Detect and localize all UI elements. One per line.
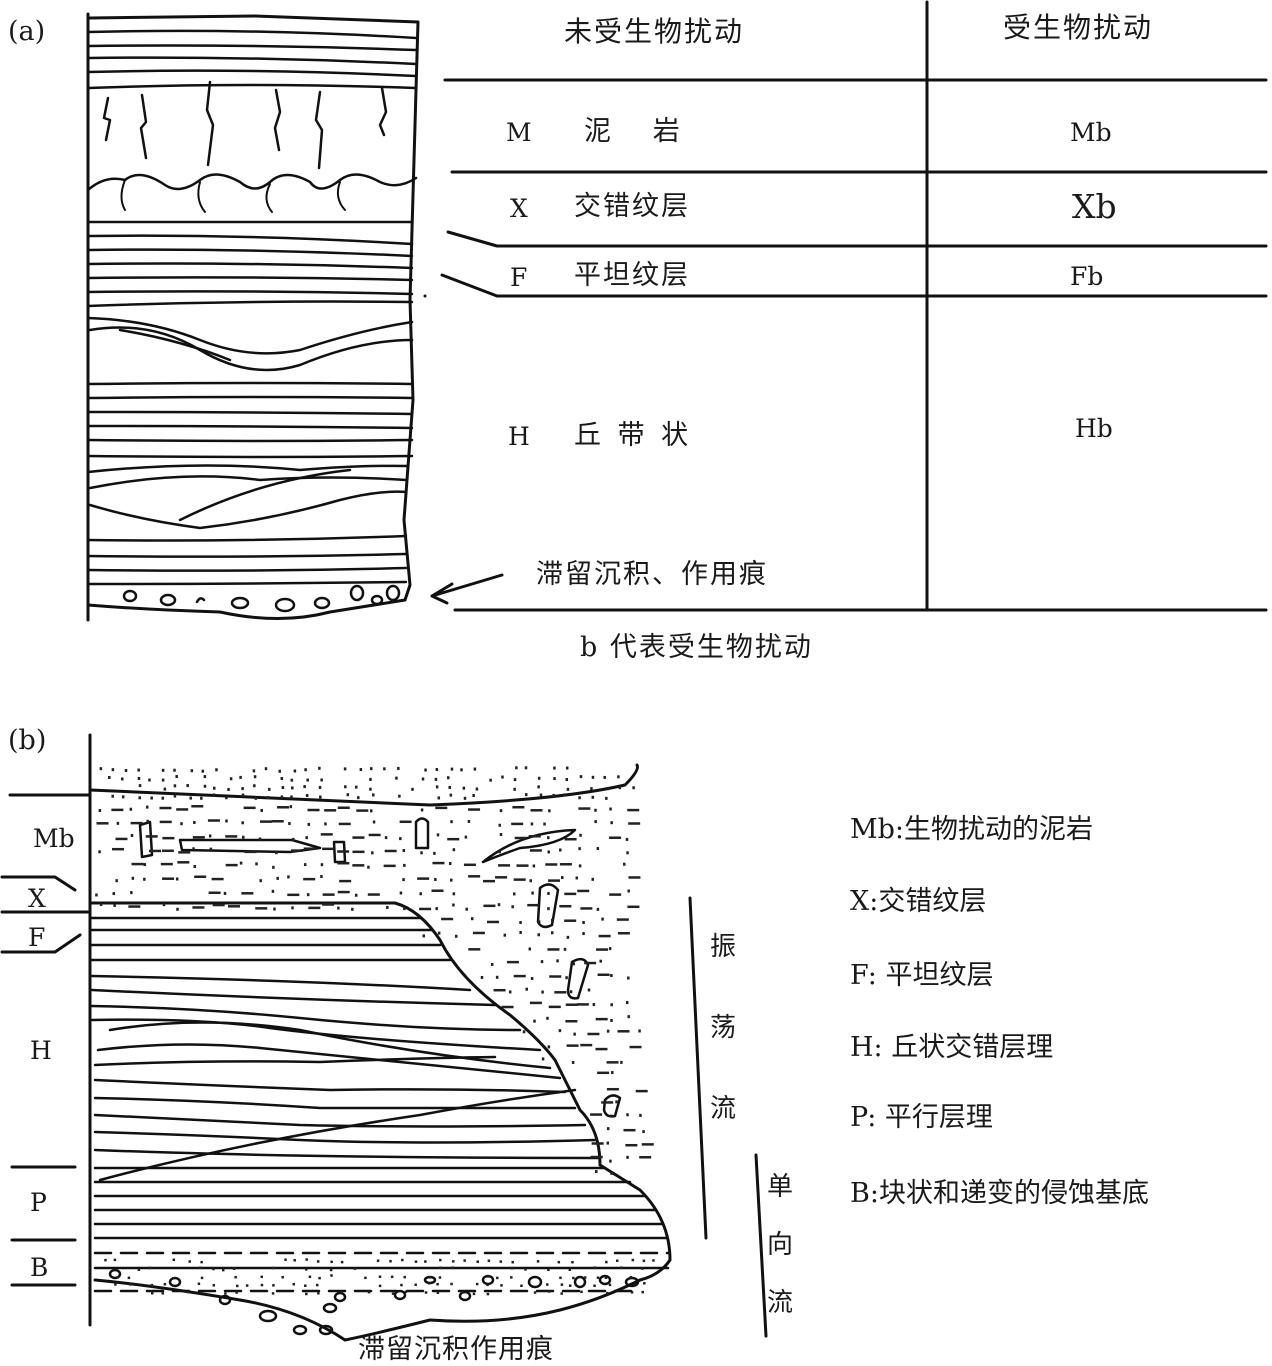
oscillatory-flow-label: 振 荡 流 (709, 932, 736, 1124)
row-h-bio: Hb (1075, 414, 1113, 443)
side-label-x: X (28, 884, 46, 913)
panel-a-label: (a) (8, 16, 46, 47)
panel-b-label: (b) (8, 725, 47, 756)
panel-a-pebbles (122, 584, 401, 613)
legend-item-h: H: 丘状交错层理 (850, 1032, 1054, 1063)
side-label-f: F (28, 923, 46, 952)
legend-item-p: P: 平行层理 (850, 1102, 993, 1133)
side-label-h: H (30, 1036, 52, 1065)
row-m-bio: Mb (1070, 118, 1112, 147)
ripple-base (86, 173, 418, 192)
row-m-code: M (506, 118, 532, 147)
panel-a-top-laminae (86, 29, 418, 90)
side-label-mb: Mb (33, 824, 75, 853)
panel-a-column (86, 12, 420, 622)
panel-b-pebbles (108, 1268, 640, 1336)
row-m-name: 泥 岩 (584, 116, 684, 147)
sand-dot-texture (95, 766, 655, 1296)
panel-b-laminae (90, 916, 670, 1270)
legend-item-f: F: 平坦纹层 (850, 960, 994, 991)
unidirectional-flow-label: 单 向 流 (766, 1172, 793, 1318)
panel-b-side-markers (0, 793, 768, 1338)
row-x-name: 交错纹层 (574, 191, 690, 222)
legend-item-mb: Mb:生物扰动的泥岩 (850, 814, 1094, 845)
panel-a-footnote: b 代表受生物扰动 (580, 632, 813, 663)
row-x-bio: Xb (1072, 187, 1117, 226)
row-f-bio: Fb (1070, 262, 1104, 291)
burrows (138, 817, 622, 1118)
row-f-name: 平坦纹层 (574, 260, 690, 291)
legend-item-x: X:交错纹层 (850, 886, 987, 917)
panel-b-bottom-label: 滞留沉积作用痕 (358, 1334, 554, 1365)
header-disturbed: 受生物扰动 (1003, 11, 1154, 44)
legend-item-b: B:块状和递变的侵蚀基底 (850, 1178, 1149, 1209)
header-undisturbed: 未受生物扰动 (564, 15, 745, 48)
row-x-code: X (510, 194, 528, 223)
row-h-code: H (508, 422, 530, 451)
lag-deposit-label: 滞留沉积、作用痕 (536, 559, 768, 590)
side-label-b: B (30, 1253, 49, 1282)
panel-b-column (88, 733, 672, 1342)
side-label-p: P (30, 1188, 47, 1217)
row-f-code: F (510, 263, 528, 292)
panel-a-table (423, 0, 1268, 612)
panel-a-laminae (86, 220, 414, 586)
row-h-name: 丘 带 状 (574, 420, 693, 451)
mudstone-cracks (102, 80, 388, 170)
